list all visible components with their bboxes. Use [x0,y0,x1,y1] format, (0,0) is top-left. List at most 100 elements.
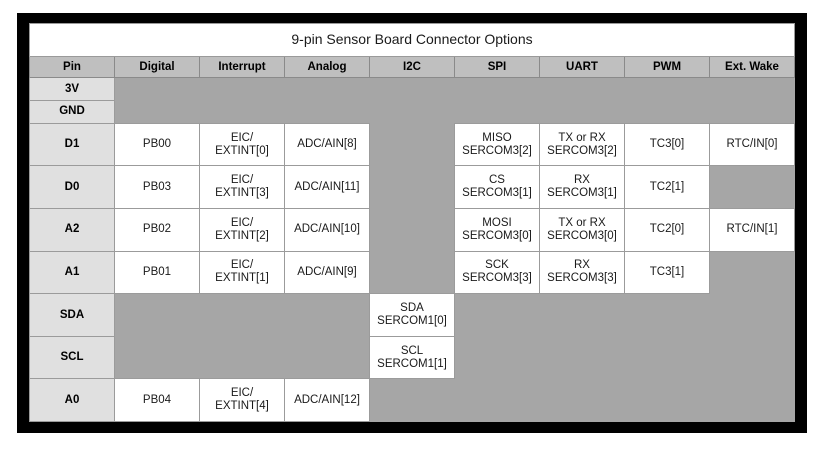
cell-d0-interrupt: EIC/EXTINT[3] [199,165,285,209]
empty-cell-digital [114,293,200,337]
cell-line: SERCOM3[1] [462,187,532,200]
empty-cell-digital [114,77,200,101]
pin-label-a0: A0 [29,378,115,422]
cell-line: EIC/ [230,387,254,400]
pin-label-sda: SDA [29,293,115,337]
empty-cell-extwake [709,77,795,101]
column-header-uart: UART [539,56,625,78]
empty-cell-spi [454,100,540,124]
column-header-spi: SPI [454,56,540,78]
cell-a2-pwm: TC2[0] [624,208,710,252]
column-header-analog: Analog [284,56,370,78]
cell-a1-interrupt: EIC/EXTINT[1] [199,250,285,295]
pin-label-a2: A2 [29,208,115,252]
table-frame: 9-pin Sensor Board Connector Options Pin… [17,13,807,433]
column-header-pwm: PWM [624,56,710,78]
empty-cell-extwake [709,378,795,422]
cell-line: MOSI [482,216,512,229]
empty-cell-interrupt [199,77,285,101]
column-header-i2c: I2C [369,56,455,78]
cell-a0-interrupt: EIC/EXTINT[4] [199,378,285,422]
cell-a1-pwm: TC3[1] [624,250,710,295]
empty-cell-extwake [709,293,795,337]
cell-line: SCK [485,259,509,272]
cell-line: EIC/ [230,216,254,229]
cell-line: EXTINT[0] [215,144,269,157]
empty-cell-interrupt [199,336,285,379]
pinout-table: 9-pin Sensor Board Connector Options Pin… [29,23,795,422]
empty-cell-spi [454,77,540,101]
empty-cell-pwm [624,77,710,101]
table-row: 3V [29,77,795,101]
empty-cell-interrupt [199,100,285,124]
cell-line: EXTINT[4] [215,400,269,413]
cell-line: ADC/AIN[12] [294,393,360,406]
cell-line: SERCOM3[2] [547,144,617,157]
cell-d0-pwm: TC2[1] [624,165,710,209]
cell-line: SERCOM3[3] [547,272,617,285]
cell-line: SDA [400,302,424,315]
empty-cell-analog [284,336,370,379]
cell-line: ADC/AIN[9] [297,265,357,278]
empty-cell-i2c [369,251,455,294]
cell-line: PB01 [142,265,172,278]
cell-line: RX [574,174,590,187]
empty-cell-analog [284,100,370,124]
cell-a1-digital: PB01 [114,250,200,295]
pin-label-d0: D0 [29,165,115,209]
cell-line: PB02 [142,223,172,236]
column-header-pin: Pin [29,56,115,78]
empty-cell-spi [454,336,540,379]
cell-d1-digital: PB00 [114,122,200,167]
cell-d1-extwake: RTC/IN[0] [709,122,795,167]
cell-a1-analog: ADC/AIN[9] [284,250,370,295]
empty-cell-i2c [369,378,455,422]
cell-a2-analog: ADC/AIN[10] [284,208,370,252]
empty-cell-analog [284,77,370,101]
pin-label-gnd: GND [29,99,115,124]
cell-line: SCL [400,344,424,357]
cell-line: MISO [482,131,512,144]
pin-label-d1: D1 [29,122,115,167]
empty-cell-pwm [624,100,710,124]
cell-line: SERCOM3[0] [462,229,532,242]
cell-line: EIC/ [230,174,254,187]
cell-a2-digital: PB02 [114,208,200,252]
cell-d1-pwm: TC3[0] [624,122,710,167]
empty-cell-i2c [369,123,455,166]
empty-cell-spi [454,378,540,422]
empty-cell-i2c [369,100,455,124]
cell-line: TX or RX [558,216,606,229]
cell-line: SERCOM1[1] [377,357,447,370]
cell-line: TC2[1] [649,180,685,193]
cell-a2-extwake: RTC/IN[1] [709,208,795,252]
cell-line: PB03 [142,180,172,193]
empty-cell-digital [114,100,200,124]
cell-line: EXTINT[1] [215,272,269,285]
cell-line: SERCOM3[2] [462,144,532,157]
cell-line: TC3[1] [649,265,685,278]
table-title: 9-pin Sensor Board Connector Options [29,23,795,57]
empty-cell-i2c [369,77,455,101]
cell-line: SERCOM3[3] [462,272,532,285]
pin-label-a1: A1 [29,250,115,295]
table-row: GND [29,99,795,124]
cell-line: TC3[0] [649,138,685,151]
table-head: 9-pin Sensor Board Connector Options Pin… [29,23,795,78]
empty-cell-spi [454,293,540,337]
